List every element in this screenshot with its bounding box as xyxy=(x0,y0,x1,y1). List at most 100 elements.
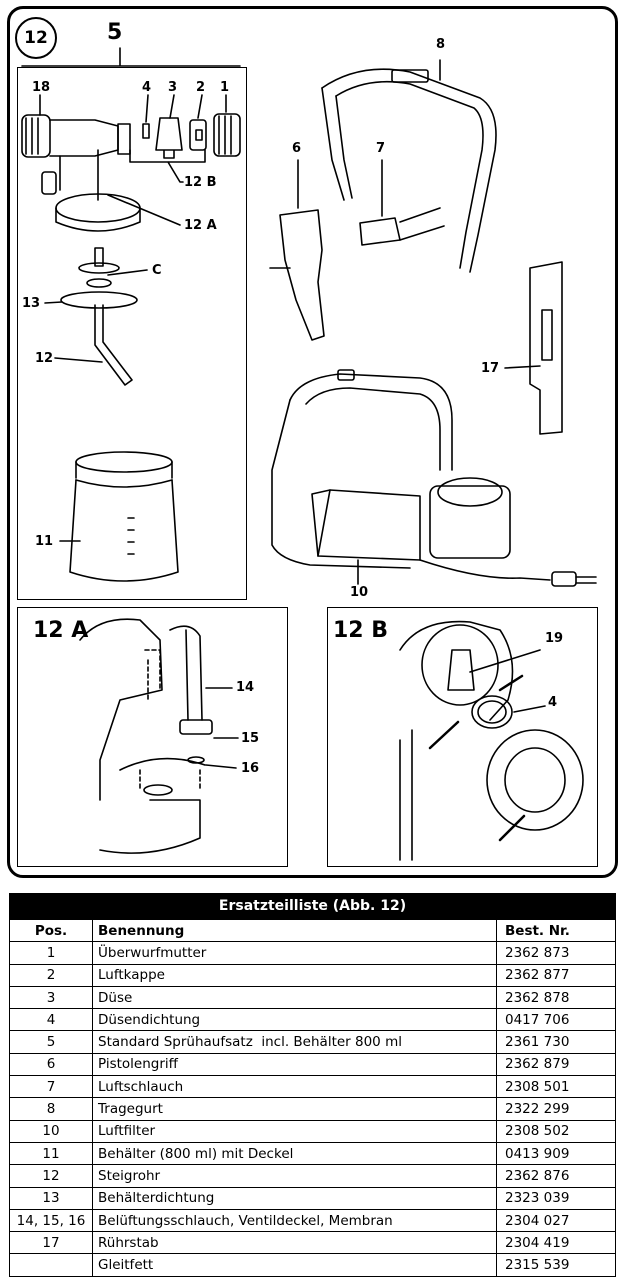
header-name: Benennung xyxy=(92,918,497,943)
bracket-5 xyxy=(21,47,241,67)
label-15: 15 xyxy=(241,731,260,746)
label-3: 3 xyxy=(168,80,178,95)
label-12b: 12 B xyxy=(184,175,217,190)
cell-nr: 0413 909 xyxy=(496,1141,616,1166)
label-13: 13 xyxy=(22,296,41,311)
cell-nr: 2361 730 xyxy=(496,1030,616,1054)
cell-pos: 7 xyxy=(9,1075,93,1099)
container-drawing xyxy=(59,451,179,582)
label-7: 7 xyxy=(376,141,386,156)
cell-pos: 1 xyxy=(9,941,93,965)
cell-pos: 12 xyxy=(9,1164,93,1188)
figure-badge: 12 xyxy=(15,17,57,59)
cell-name: Pistolengriff xyxy=(92,1052,497,1077)
cell-nr: 2362 876 xyxy=(496,1164,616,1188)
label-14: 14 xyxy=(236,680,255,695)
riser-pipe-drawing xyxy=(44,247,148,386)
cell-pos: 4 xyxy=(9,1008,93,1032)
label-10: 10 xyxy=(350,585,369,600)
cell-name: Düsendichtung xyxy=(92,1008,497,1032)
exploded-drawing xyxy=(21,47,597,861)
union-nut-drawing xyxy=(213,113,241,157)
cell-nr: 2323 039 xyxy=(496,1186,616,1210)
stirrer-drawing xyxy=(504,261,563,435)
cell-name: Überwurfmutter xyxy=(92,941,497,965)
cell-name: Rührstab xyxy=(92,1231,497,1255)
label-5: 5 xyxy=(107,20,123,45)
parts-table: Ersatzteilliste (Abb. 12) Pos. Benennung… xyxy=(9,893,616,1277)
figure-badge-text: 12 xyxy=(24,28,48,48)
spray-head-drawing xyxy=(21,114,141,232)
box-detail-b xyxy=(327,607,598,867)
cell-nr: 2362 873 xyxy=(496,941,616,965)
label-4: 4 xyxy=(142,80,152,95)
cell-nr: 2304 027 xyxy=(496,1208,616,1233)
cell-name: Düse xyxy=(92,985,497,1010)
cell-nr: 2362 877 xyxy=(496,963,616,987)
cell-nr: 2308 502 xyxy=(496,1119,616,1143)
header-nr: Best. Nr. xyxy=(496,918,616,943)
table-header-row: Pos. Benennung Best. Nr. xyxy=(9,918,616,943)
label-8: 8 xyxy=(436,37,446,52)
cell-nr: 2322 299 xyxy=(496,1097,616,1121)
cell-pos: 2 xyxy=(9,963,93,987)
cell-name: Luftfilter xyxy=(92,1119,497,1143)
label-12a: 12 A xyxy=(184,218,217,233)
detail-a-title: 12 A xyxy=(33,618,89,643)
cell-pos: 11 xyxy=(9,1141,93,1166)
cell-name: Gleitfett xyxy=(92,1253,497,1277)
label-16: 16 xyxy=(241,761,260,776)
cell-nr: 2315 539 xyxy=(496,1253,616,1277)
cell-pos: 8 xyxy=(9,1097,93,1121)
cell-name: Standard Sprühaufsatz incl. Behälter 800… xyxy=(92,1030,497,1054)
cell-name: Luftkappe xyxy=(92,963,497,987)
cell-name: Tragegurt xyxy=(92,1097,497,1121)
cell-pos: 13 xyxy=(9,1186,93,1210)
label-4-detail: 4 xyxy=(548,695,558,710)
cell-nr: 2304 419 xyxy=(496,1231,616,1255)
nozzle-drawing xyxy=(155,117,183,159)
detail-b-title: 12 B xyxy=(333,618,389,643)
detail-b-drawing xyxy=(399,620,584,861)
cell-nr: 2308 501 xyxy=(496,1075,616,1099)
cell-pos xyxy=(9,1253,93,1277)
parts-table-title: Ersatzteilliste (Abb. 12) xyxy=(9,893,616,919)
air-hose-drawing xyxy=(359,159,445,246)
nozzle-seal-drawing xyxy=(142,123,150,139)
cell-pos: 17 xyxy=(9,1231,93,1255)
label-11: 11 xyxy=(35,534,54,549)
strap-drawing xyxy=(321,59,497,273)
box-spray-attachment xyxy=(17,67,247,600)
cell-nr: 0417 706 xyxy=(496,1008,616,1032)
spray-unit-drawing xyxy=(271,369,597,587)
label-c: C xyxy=(152,263,162,278)
label-19: 19 xyxy=(545,631,564,646)
cell-nr: 2362 878 xyxy=(496,985,616,1010)
cell-pos: 10 xyxy=(9,1119,93,1143)
label-2: 2 xyxy=(196,80,206,95)
label-17: 17 xyxy=(481,361,500,376)
cell-name: Luftschlauch xyxy=(92,1075,497,1099)
pistol-grip-drawing xyxy=(269,159,325,341)
cell-name: Behälter (800 ml) mit Deckel xyxy=(92,1141,497,1166)
cell-pos: 6 xyxy=(9,1052,93,1077)
cell-nr: 2362 879 xyxy=(496,1052,616,1077)
label-1: 1 xyxy=(220,80,230,95)
label-18: 18 xyxy=(32,80,51,95)
cell-name: Steigrohr xyxy=(92,1164,497,1188)
air-cap-drawing xyxy=(189,119,207,151)
